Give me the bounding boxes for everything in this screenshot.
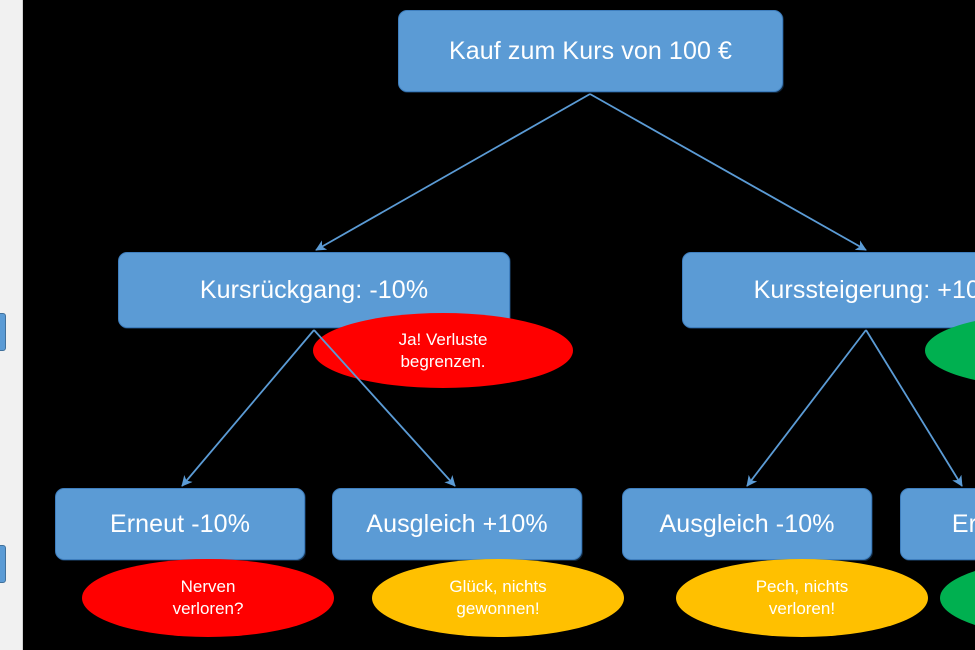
callout-line: verloren?: [172, 599, 244, 618]
node-up-down[interactable]: Ausgleich -10%: [622, 488, 872, 560]
callout-text: Pech, nichts verloren!: [756, 576, 849, 620]
callout-bubble-up-down[interactable]: Pech, nichts verloren!: [676, 559, 928, 637]
callout-line: Glück, nichts: [449, 577, 547, 597]
node-label: Erneut -10%: [109, 509, 251, 538]
node-down-down[interactable]: Erneut -10%: [55, 488, 305, 560]
callout-line: begrenzen.: [400, 351, 486, 371]
node-label: Kurssteigerung: +10%: [753, 275, 975, 304]
node-root[interactable]: Kauf zum Kurs von 100 €: [398, 10, 783, 92]
callout-text: Glück, nichts gewonnen!: [449, 576, 546, 620]
callout-line: verloren!: [768, 599, 836, 618]
thumbnail-shape-fragment: [0, 313, 6, 351]
slide-thumbnail-panel-sliver[interactable]: rr: [0, 0, 23, 650]
thumbnail-shape-fragment: [0, 545, 6, 583]
node-label: Kauf zum Kurs von 100 €: [448, 36, 732, 65]
node-label: Ausgleich -10%: [659, 509, 835, 538]
callout-line: Pech, nichts: [755, 577, 849, 597]
callout-line: gewonnen!: [456, 599, 540, 618]
callout-text: Nerven verloren?: [173, 576, 244, 620]
node-label: Kursrückgang: -10%: [199, 275, 429, 304]
callout-bubble-up-up[interactable]: Allesrichtig!: [940, 559, 975, 637]
callout-line: Nerven: [180, 577, 236, 597]
node-down-up[interactable]: Ausgleich +10%: [332, 488, 582, 560]
node-up-up[interactable]: Erneut +10%: [900, 488, 975, 560]
callout-bubble-down-up[interactable]: Glück, nichts gewonnen!: [372, 559, 624, 637]
node-label: Ausgleich +10%: [366, 509, 548, 538]
node-up[interactable]: Kurssteigerung: +10%: [682, 252, 975, 328]
callout-line: Ja! Verluste: [398, 329, 488, 349]
node-label: Erneut +10%: [951, 509, 975, 538]
callout-bubble-down-down[interactable]: Nerven verloren?: [82, 559, 334, 637]
